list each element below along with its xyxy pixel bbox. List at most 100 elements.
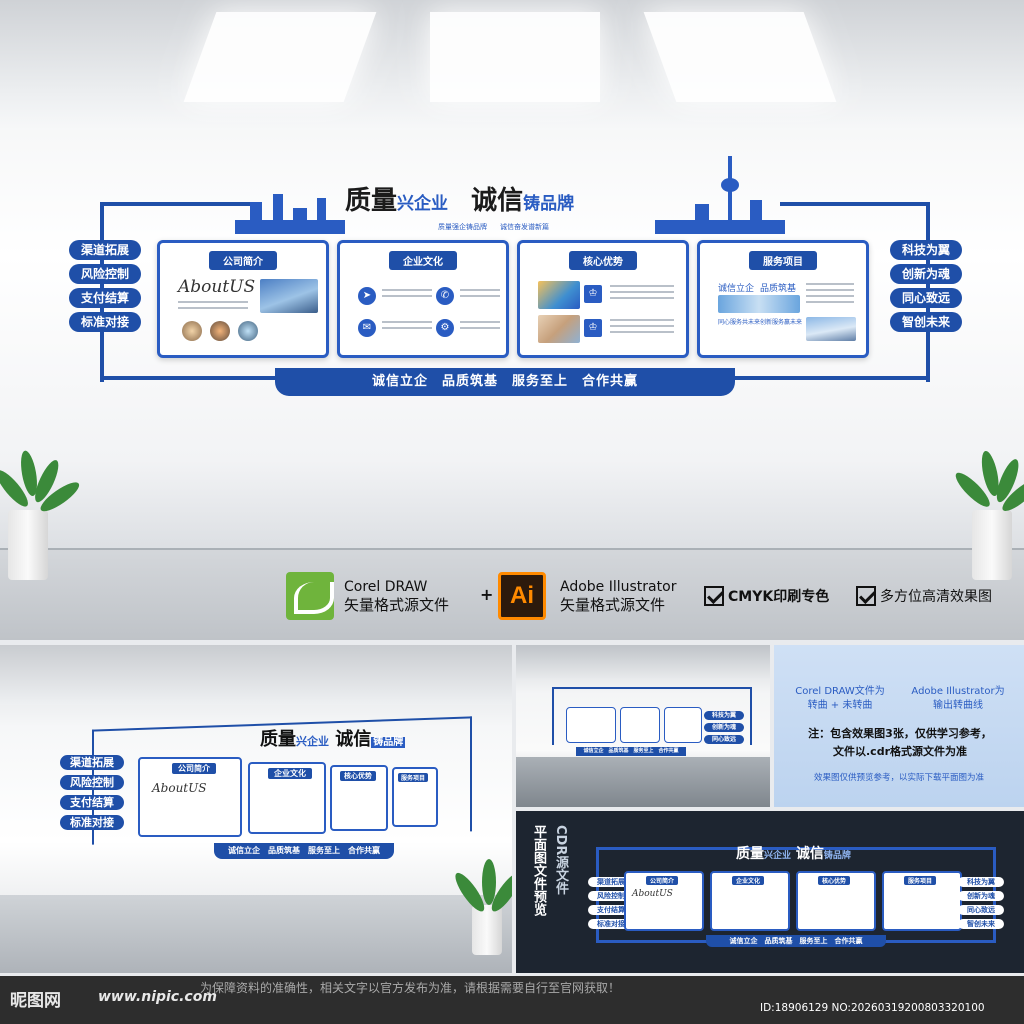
ceiling-light: [430, 12, 600, 102]
plant-pot: [8, 510, 48, 580]
left-tag: 渠道拓展: [588, 877, 634, 887]
right-tag: 创新为魂: [958, 891, 1004, 901]
mini-card: [566, 707, 616, 743]
format-legend: Corel DRAW 矢量格式源文件 + Ai Adobe Illustrato…: [286, 570, 1006, 622]
left-tag: 标准对接: [60, 815, 124, 830]
leaf: [482, 859, 496, 905]
plan-title: 平面图文件预览: [531, 825, 546, 916]
card-corporate-culture: 企业文化 ➤ ✆ ✉ ⚙: [337, 240, 509, 358]
title-right-blue: 铸品牌: [823, 851, 851, 861]
skyline-right: [695, 204, 709, 232]
trophy-icon: ♔: [584, 319, 602, 337]
slogan-bar: 诚信立企 品质筑基 服务至上 合作共赢: [706, 935, 886, 947]
left-tag: 支付结算: [588, 905, 634, 915]
city-photo: [718, 295, 800, 313]
mini-card-title: 服务项目: [398, 773, 429, 782]
hallway-render: 科技为翼 创新为魂 同心致远 诚信立企 品质筑基 服务至上 合作共赢: [516, 645, 770, 807]
ceiling: [516, 645, 770, 679]
plan-title-art: 质量兴企业 诚信铸品牌: [736, 843, 851, 863]
text-lines: [382, 289, 432, 301]
watermark-footer: 昵图网 www.nipic.com 为保障资料的准确性，相关文字以官方发布为准，…: [0, 976, 1024, 1024]
right-tag: 科技为翼: [958, 877, 1004, 887]
right-tag: 创新为魂: [890, 264, 962, 284]
plant-pot: [472, 905, 502, 955]
plant: [450, 845, 512, 955]
title-right: 诚信: [335, 729, 372, 750]
card-title: 公司简介: [209, 251, 277, 270]
left-tag: 标准对接: [588, 919, 634, 929]
notes-text: Adobe Illustrator为: [911, 686, 1005, 697]
title-sub-1: 质量强企铸品牌: [438, 223, 487, 231]
service-label: 品质筑基: [760, 284, 797, 294]
skyline-left: [317, 198, 326, 234]
title-sub-2: 诚信奋发谱新篇: [500, 223, 549, 231]
trophy-icon: ♔: [584, 285, 602, 303]
left-tag: 风险控制: [60, 775, 124, 790]
frame-outline: [552, 687, 752, 745]
notes-col-1: Corel DRAW文件为 转曲 + 未转曲: [788, 685, 892, 713]
left-tag: 风险控制: [69, 264, 141, 284]
mini-card: 核心优势: [796, 871, 876, 931]
tower-ball: [721, 178, 739, 192]
title-right-blue: 铸品牌: [523, 194, 575, 214]
whatsapp-icon: ✆: [436, 287, 454, 305]
check-icon: [856, 586, 876, 606]
plant-pot: [972, 510, 1012, 580]
right-tag: 智创未来: [958, 919, 1004, 929]
text-lines: [460, 289, 500, 301]
culture-wall-display: 质量兴企业 诚信铸品牌 质量强企铸品牌 诚信奋发谱新篇 渠道拓展 风险控制 支付…: [69, 150, 962, 400]
right-tag: 科技为翼: [704, 711, 744, 720]
skyline-left: [273, 194, 283, 234]
angled-render: 渠道拓展 风险控制 支付结算 标准对接 公司简介 AboutUS 企业文化 核心…: [0, 645, 512, 973]
mini-card-title: 公司简介: [172, 763, 216, 774]
coreldraw-name: Corel DRAW: [344, 579, 428, 595]
mail-icon: ✉: [358, 319, 376, 337]
slogan-bar: 诚信立企 品质筑基 服务至上 合作共赢: [214, 843, 394, 859]
flat-plan-preview: 平面图文件预览 CDR源文件 质量兴企业 诚信铸品牌 渠道拓展 风险控制 支付结…: [516, 811, 1024, 973]
title-left-blue: 兴企业: [764, 851, 792, 861]
skyline-right: [750, 200, 762, 232]
notes-text: 注：包含效果图3张，仅供学习参考，: [808, 727, 992, 740]
right-tag: 智创未来: [890, 312, 962, 332]
title-left-blue: 兴企业: [397, 194, 449, 214]
hd-render-label: 多方位高清效果图: [880, 589, 992, 605]
card-core-advantage: 核心优势 ♔ ♔: [517, 240, 689, 358]
nipic-logo: 昵图网: [10, 991, 61, 1011]
floor: [516, 757, 770, 807]
text-lines: [382, 321, 432, 333]
round-photo: [182, 321, 202, 341]
notes-text: 输出转曲线: [933, 700, 983, 711]
text-lines: [610, 285, 674, 303]
illustrator-desc: 矢量格式源文件: [560, 596, 666, 614]
right-tag: 创新为魂: [704, 723, 744, 732]
title-right: 诚信: [471, 186, 524, 216]
notes-col-2: Adobe Illustrator为 输出转曲线: [902, 685, 1014, 713]
ceiling: [0, 0, 1024, 130]
mini-card: 公司简介 AboutUS: [138, 757, 242, 837]
about-us-text: AboutUS: [632, 889, 673, 899]
service-caption: 同心服务共未来: [718, 319, 761, 326]
notes-text: Corel DRAW文件为: [795, 686, 885, 697]
mini-card-title: 企业文化: [268, 768, 312, 779]
pencil-icon: ➤: [358, 287, 376, 305]
slogan-bar: 诚信立企 品质筑基 服务至上 合作共赢: [275, 368, 735, 396]
left-tag: 渠道拓展: [60, 755, 124, 770]
mini-card: 公司简介 AboutUS: [624, 871, 704, 931]
about-us-text: AboutUS: [178, 277, 256, 297]
text-lines: [460, 321, 500, 333]
title-left: 质量: [345, 186, 398, 216]
wall-title: 质量兴企业 诚信铸品牌: [260, 725, 406, 751]
title-left: 质量: [736, 846, 764, 862]
mini-card: 企业文化: [248, 762, 326, 834]
plan-subtitle: CDR源文件: [553, 825, 568, 895]
round-photo: [210, 321, 230, 341]
gear-icon: ⚙: [436, 319, 454, 337]
image-id: ID:18906129 NO:20260319200803320100: [760, 1002, 985, 1014]
skyline-right: [655, 220, 785, 234]
handshake-photo: [538, 315, 580, 343]
cmyk-label: CMYK印刷专色: [728, 589, 830, 605]
floor: [0, 895, 512, 973]
title-right: 诚信: [795, 846, 824, 862]
mini-card-title: 公司简介: [646, 876, 679, 885]
